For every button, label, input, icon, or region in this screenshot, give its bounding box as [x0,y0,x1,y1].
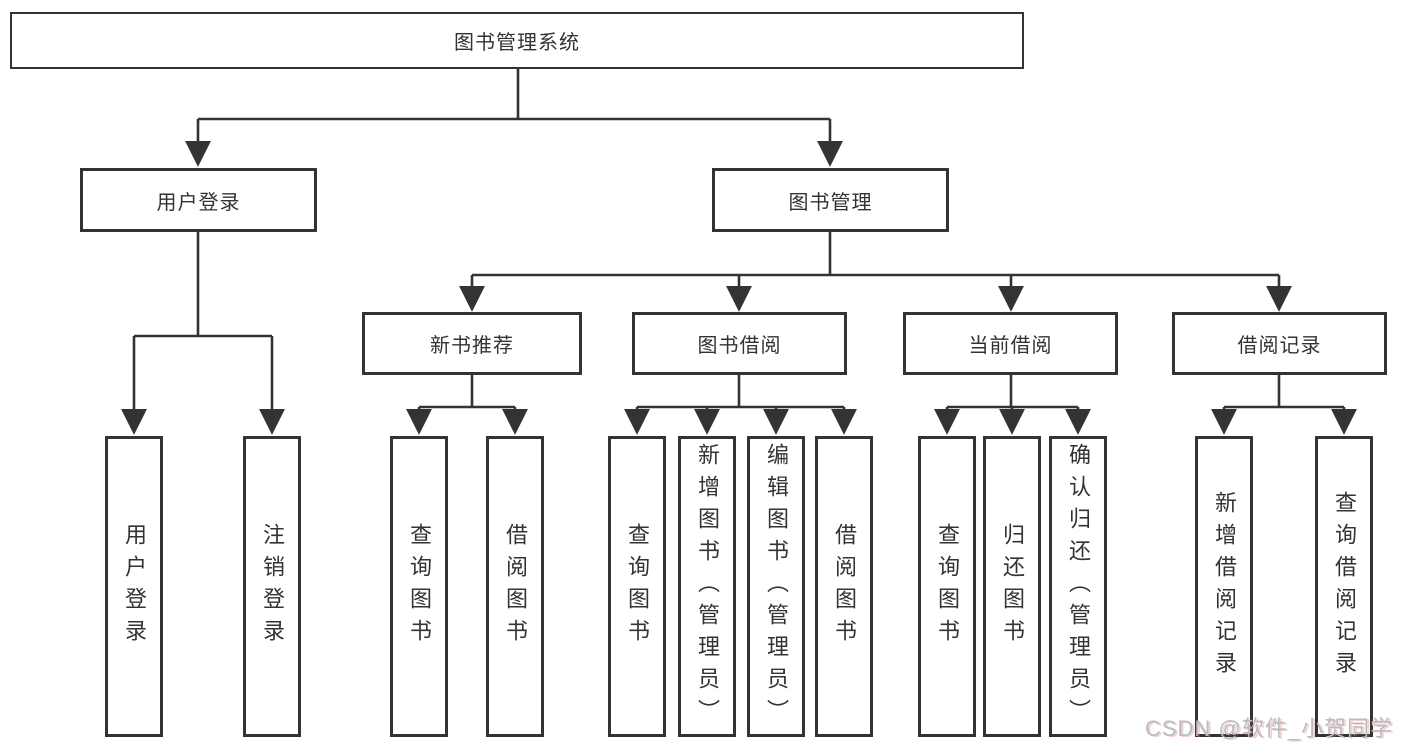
leaf-newbook-query-label: 查询图书 [407,522,432,651]
leaf-borrow-query: 查询图书 [608,436,666,737]
node-current-borrow: 当前借阅 [903,312,1118,375]
leaf-logout-label: 注销登录 [260,522,285,651]
node-user-login: 用户登录 [80,168,317,232]
leaf-user-login: 用户登录 [105,436,163,737]
leaf-borrow-edit-admin: 编辑图书（管理员） [747,436,805,737]
leaf-current-query: 查询图书 [918,436,976,737]
leaf-return-book: 归还图书 [983,436,1041,737]
node-book-management: 图书管理 [712,168,949,232]
node-book-borrow-label: 图书借阅 [697,335,782,357]
leaf-query-record: 查询借阅记录 [1315,436,1373,737]
node-user-login-label: 用户登录 [156,191,241,214]
node-book-management-label: 图书管理 [788,191,873,214]
leaf-borrow-edit-admin-label: 编辑图书（管理员） [764,442,789,731]
leaf-logout: 注销登录 [243,436,301,737]
leaf-borrow-book-label: 借阅图书 [832,522,857,651]
connector-arrows [121,119,1357,435]
leaf-current-query-label: 查询图书 [935,522,960,651]
leaf-borrow-add-admin-label: 新增图书（管理员） [695,442,720,731]
node-new-book-recommend-label: 新书推荐 [430,335,514,357]
leaf-confirm-return-admin: 确认归还（管理员） [1049,436,1107,737]
leaf-confirm-return-admin-label: 确认归还（管理员） [1066,442,1091,731]
leaf-borrow-query-label: 查询图书 [625,522,650,651]
leaf-user-login-label: 用户登录 [122,522,147,651]
node-library-system-label: 图书管理系统 [454,32,580,54]
leaf-return-book-label: 归还图书 [1000,522,1025,651]
node-new-book-recommend: 新书推荐 [362,312,582,375]
node-borrow-records-label: 借阅记录 [1237,335,1322,357]
leaf-newbook-borrow-label: 借阅图书 [503,522,528,651]
leaf-add-record: 新增借阅记录 [1195,436,1253,737]
node-borrow-records: 借阅记录 [1172,312,1387,375]
node-library-system: 图书管理系统 [10,12,1024,69]
leaf-borrow-add-admin: 新增图书（管理员） [678,436,736,737]
leaf-borrow-book: 借阅图书 [815,436,873,737]
leaf-query-record-label: 查询借阅记录 [1332,490,1357,683]
leaf-newbook-query: 查询图书 [390,436,448,737]
connector-trunks [134,69,1344,409]
node-current-borrow-label: 当前借阅 [968,335,1053,357]
leaf-add-record-label: 新增借阅记录 [1212,490,1237,683]
leaf-newbook-borrow: 借阅图书 [486,436,544,737]
node-book-borrow: 图书借阅 [632,312,847,375]
